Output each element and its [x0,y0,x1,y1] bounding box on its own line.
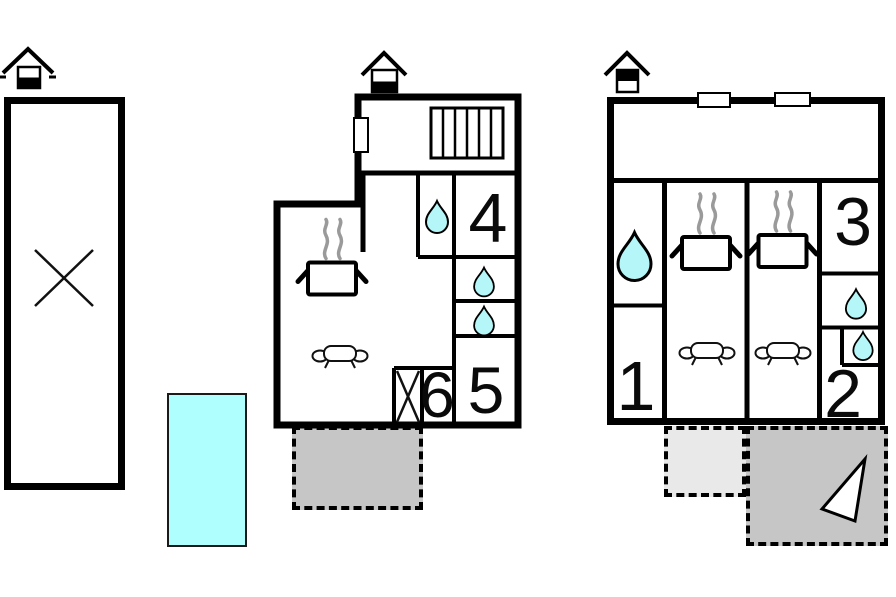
annex-outline [4,97,125,490]
room-label-3: 3 [834,184,872,260]
interior-walls [611,178,881,421]
window-icon [697,92,731,108]
building-left [0,46,125,490]
room-label-2: 2 [824,356,862,432]
chimney-icon [603,50,651,94]
patio-light [664,426,746,497]
swimming-pool [167,393,247,547]
room-label-5: 5 [468,353,505,427]
building-right: 1 2 3 [603,50,885,432]
direction-arrow-icon [819,453,868,524]
building-middle: 4 5 6 [273,50,522,431]
cross-icon [34,249,94,307]
chimney-icon [360,50,408,94]
cross-icon [395,370,421,423]
room-label-4: 4 [469,179,508,257]
stairs-icon [429,106,505,160]
window-icon [774,92,811,107]
chimney-icon [0,46,56,90]
building-middle-outline [273,93,522,429]
terrace-dark [746,426,888,546]
room-label-1: 1 [617,347,656,425]
room-label-6: 6 [419,359,455,431]
window-icon [353,117,369,153]
terrace-middle [292,426,423,510]
